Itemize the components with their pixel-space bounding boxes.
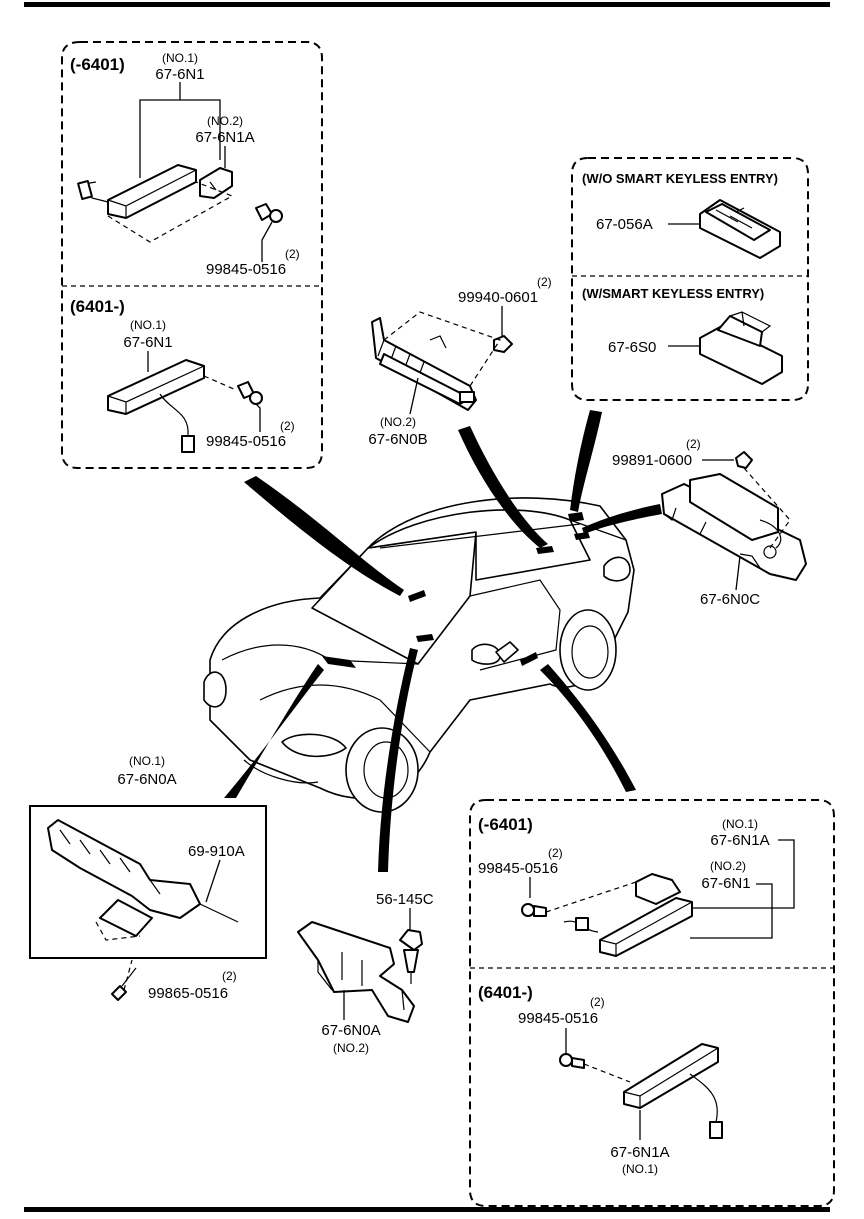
nut-icon — [735, 451, 753, 469]
location-marks — [322, 512, 590, 668]
bottom-rule — [24, 1207, 830, 1212]
qty-label: (2) — [686, 437, 701, 451]
leader-line — [690, 883, 773, 939]
bolt-part-number: 99845-0516 — [478, 860, 558, 877]
qty-label: (2) — [285, 247, 300, 261]
no2-label: (NO.2) — [333, 1041, 369, 1055]
qty-label: (2) — [590, 995, 605, 1009]
antenna-unit-icon — [563, 897, 693, 957]
screw-icon — [111, 967, 137, 1001]
upper-right-group: (W/O SMART KEYLESS ENTRY) 67-056A (W/SMA… — [571, 157, 809, 401]
leader-line — [205, 859, 221, 903]
upper-right-dashed-box — [571, 157, 809, 401]
part-number-67-6S0: 67-6S0 — [608, 339, 656, 356]
bolt-part-number: 99845-0516 — [206, 261, 286, 278]
part-number-67-6N1A: 67-6N1A — [710, 832, 769, 849]
part-number-67-6N0B: 67-6N0B — [368, 431, 427, 448]
lower-left-solid-box — [29, 805, 267, 959]
assembly-line — [107, 181, 234, 243]
upper-left-dashed-box — [61, 41, 323, 469]
bracket-icon — [371, 317, 477, 411]
lower-right-group: (-6401) (2) 99845-0516 (NO.1) 67-6N1A (N… — [469, 799, 835, 1207]
center-top-group: (2) 99940-0601 (NO.2) 67-6N0B — [368, 275, 551, 448]
part-number-67-056A: 67-056A — [596, 216, 653, 233]
top-rule — [24, 2, 830, 7]
leader-line — [735, 555, 741, 591]
no1-label: (NO.1) — [130, 318, 166, 332]
lower-left-group: (NO.1) 67-6N0A 69-910A (2) 99865-0516 — [29, 754, 267, 1002]
antenna-unit-icon — [623, 1043, 723, 1139]
bracket-icon — [661, 473, 807, 581]
center-bottom-group: 56-145C 67-6N0A (NO.2) — [297, 891, 434, 1055]
bolt-part-number: 99845-0516 — [518, 1010, 598, 1027]
leader-line — [690, 839, 795, 909]
switch-icon — [699, 311, 783, 385]
nut-part-number: 99940-0601 — [458, 289, 538, 306]
bracket-icon — [635, 873, 681, 905]
section-title: (W/O SMART KEYLESS ENTRY) — [582, 171, 778, 186]
range-label: (6401-) — [70, 297, 125, 316]
bolt-icon — [521, 903, 547, 917]
range-label: (-6401) — [70, 55, 125, 74]
no2-label: (NO.2) — [380, 415, 416, 429]
switch-icon — [699, 199, 781, 259]
qty-label: (2) — [280, 419, 295, 433]
no1-label: (NO.1) — [162, 51, 198, 65]
qty-label: (2) — [222, 969, 237, 983]
no1-label: (NO.1) — [722, 817, 758, 831]
no2-label: (NO.2) — [207, 114, 243, 128]
part-number-67-6N1A: 67-6N1A — [610, 1144, 669, 1161]
assembly-line — [95, 921, 141, 941]
assembly-line — [383, 311, 501, 387]
no1-label: (NO.1) — [129, 754, 165, 768]
qty-label: (2) — [548, 846, 563, 860]
bracket-icon — [199, 167, 233, 199]
callout-pointers — [224, 410, 662, 872]
part-number-67-6N1A: 67-6N1A — [195, 129, 254, 146]
harness-part-number: 69-910A — [188, 843, 245, 860]
screw-part-number: 99865-0516 — [148, 985, 228, 1002]
leader-line — [409, 377, 419, 415]
antenna-unit-icon — [77, 164, 197, 219]
nut-part-number: 99891-0600 — [612, 452, 692, 469]
leader-line — [261, 221, 273, 262]
part-number-67-6N0A: 67-6N0A — [117, 771, 176, 788]
bolt-part-number: 99845-0516 — [206, 433, 286, 450]
no2-label: (NO.2) — [710, 859, 746, 873]
lower-right-dashed-box — [469, 799, 835, 1207]
assembly-line — [743, 467, 791, 549]
antenna-unit-icon — [107, 359, 205, 453]
qty-label: (2) — [537, 275, 552, 289]
bolt-icon — [559, 1053, 585, 1069]
range-label: (-6401) — [478, 815, 533, 834]
assembly-line — [203, 375, 237, 391]
assembly-line — [583, 1063, 631, 1083]
bracket-icon — [297, 921, 415, 1023]
bolt-icon — [255, 203, 283, 223]
car-illustration — [203, 497, 635, 813]
part-number-67-6N1: 67-6N1 — [123, 334, 172, 351]
upper-left-group: (-6401) (NO.1) 67-6N1 (NO.2) 67-6N1A (2)… — [61, 41, 323, 469]
no1-label: (NO.1) — [622, 1162, 658, 1176]
part-number-67-6N1: 67-6N1 — [701, 875, 750, 892]
part-number-67-6N0A: 67-6N0A — [321, 1022, 380, 1039]
range-label: (6401-) — [478, 983, 533, 1002]
clip-part-number: 56-145C — [376, 891, 434, 908]
bracket-icon — [47, 819, 239, 937]
part-number-67-6N1: 67-6N1 — [155, 66, 204, 83]
right-middle-group: (2) 99891-0600 67-6N0C — [612, 437, 807, 608]
part-number-67-6N0C: 67-6N0C — [700, 591, 760, 608]
clip-icon — [399, 929, 423, 984]
bolt-icon — [237, 381, 263, 405]
assembly-line — [545, 881, 637, 913]
section-title: (W/SMART KEYLESS ENTRY) — [582, 286, 764, 301]
